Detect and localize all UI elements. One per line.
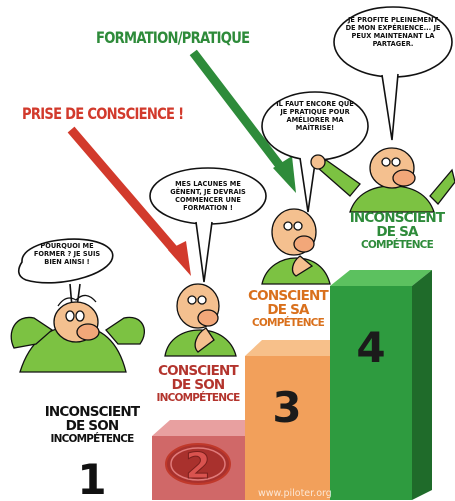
phase-awareness-title: PRISE DE CONSCIENCE ! — [22, 104, 184, 123]
stage-3-line2: DE SA — [267, 302, 309, 318]
stage-4-line2: DE SA — [376, 224, 418, 240]
green-arrow — [189, 49, 296, 193]
speech-bubble-3 — [261, 91, 369, 213]
stage-1-line3: INCOMPÉTENCE — [50, 433, 134, 445]
stage-4-line3: COMPÉTENCE — [361, 239, 434, 251]
stage-2-line1: CONSCIENT — [158, 363, 239, 379]
speech-text-3: IL FAUT ENCORE QUE JE PRATIQUE POUR AMÉL… — [276, 100, 354, 132]
watermark-text: www.piloter.org — [258, 488, 332, 499]
step-4-number: 4 — [356, 323, 385, 372]
speech-bubble-2 — [149, 167, 267, 283]
stage-2-line3: INCOMPÉTENCE — [156, 392, 240, 404]
stage-4-line1: INCONSCIENT — [349, 210, 445, 226]
character-3 — [261, 208, 331, 285]
step-3-block — [245, 340, 330, 500]
stage-2-line2: DE SON — [171, 377, 226, 393]
stage-1-label: INCONSCIENT DE SON INCOMPÉTENCE — [30, 405, 154, 445]
stage-3-label: CONSCIENT DE SA COMPÉTENCE — [236, 289, 340, 329]
speech-text-1: POURQUOI ME FORMER ? JE SUIS BIEN AINSI … — [33, 242, 101, 266]
stage-3-line1: CONSCIENT — [248, 288, 329, 304]
phase-training-title: FORMATION/PRATIQUE — [96, 28, 250, 47]
red-arrow — [67, 126, 191, 276]
character-4 — [310, 147, 455, 213]
step-1-number: 1 — [77, 455, 106, 501]
step-2-number-badge — [165, 443, 231, 485]
stage-3-line3: COMPÉTENCE — [252, 317, 325, 329]
step-2-number: 2 — [185, 446, 210, 487]
stage-1-line1: INCONSCIENT — [44, 404, 140, 420]
speech-text-4: JE PROFITE PLEINEMENT DE MON EXPÉRIENCE.… — [345, 16, 441, 48]
stage-2-label: CONSCIENT DE SON INCOMPÉTENCE — [140, 364, 256, 404]
speech-bubble-4 — [333, 6, 453, 141]
speech-text-2: MES LACUNES ME GÊNENT, JE DEVRAIS COMMEN… — [170, 180, 246, 212]
step-4-block — [330, 270, 432, 500]
stage-4-label: INCONSCIENT DE SA COMPÉTENCE — [340, 211, 454, 251]
step-3-number: 3 — [272, 383, 301, 432]
stage-1-line2: DE SON — [65, 418, 120, 434]
character-2 — [164, 283, 237, 357]
character-1 — [10, 294, 145, 373]
